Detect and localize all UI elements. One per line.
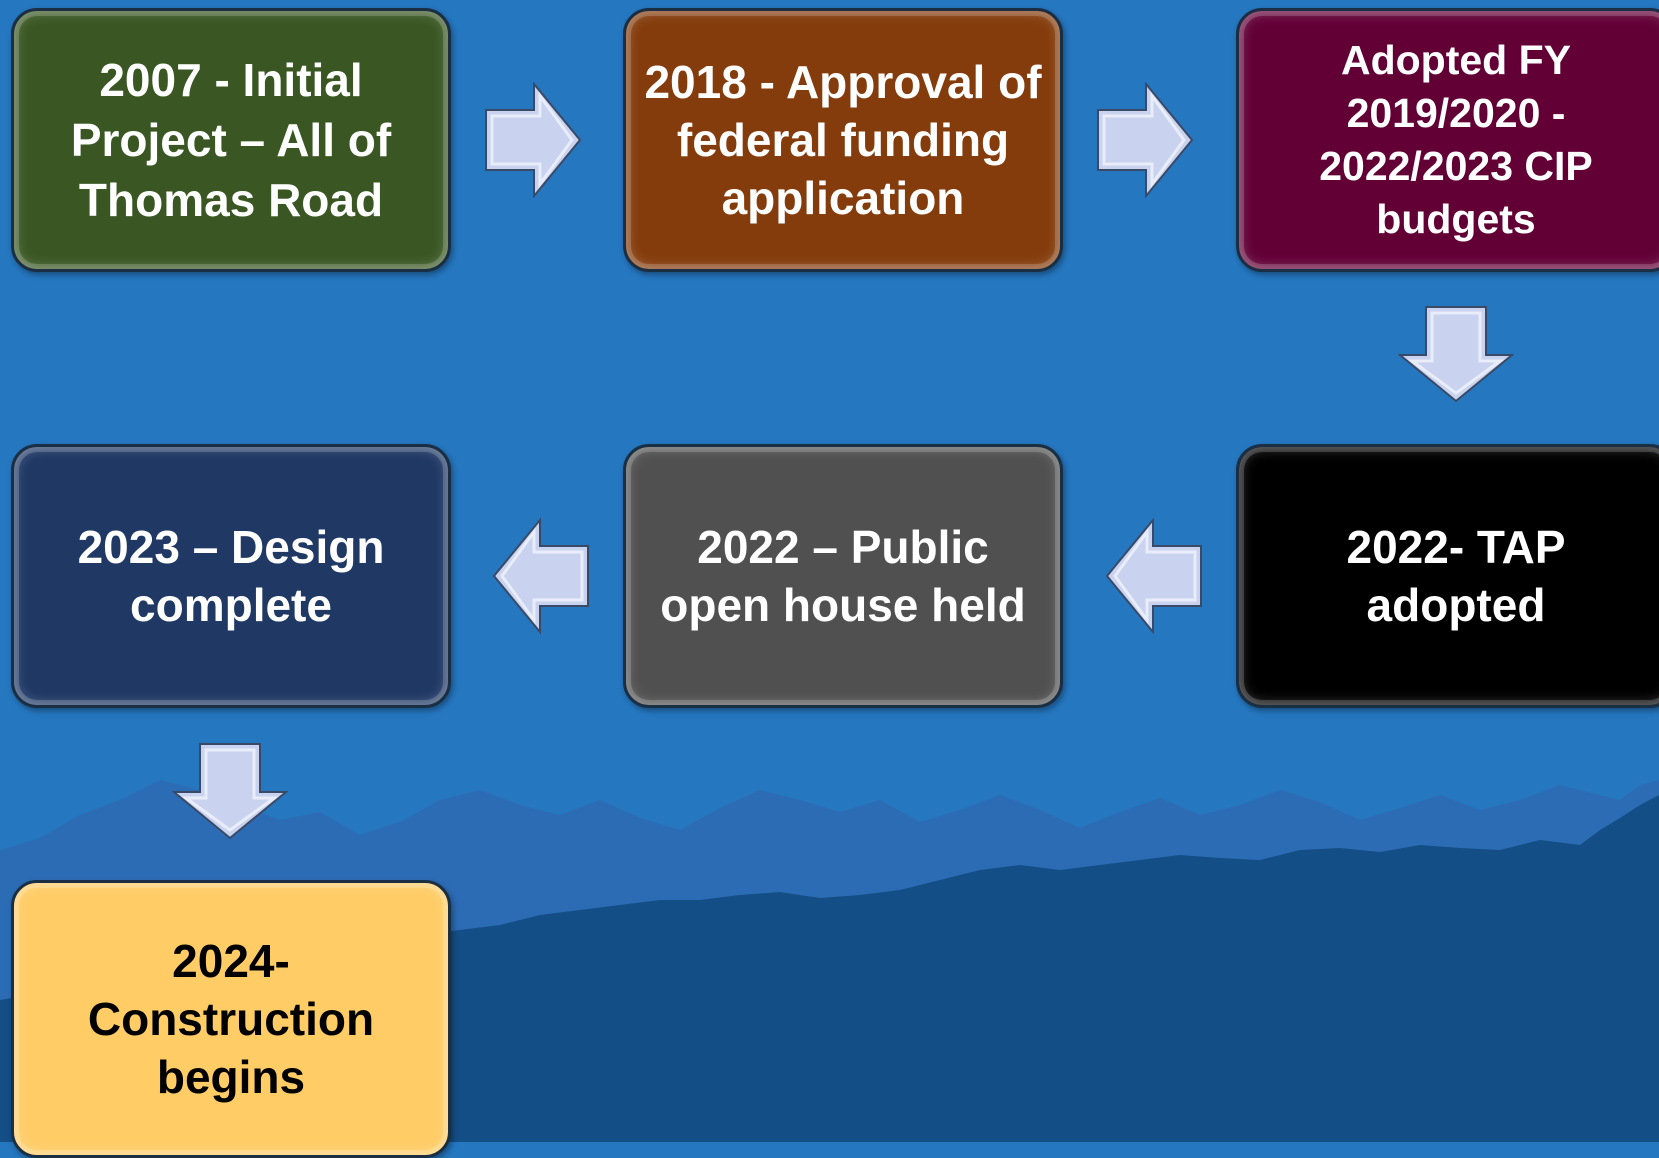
step-2007-initial-project: 2007 - Initial Project – All of Thomas R… bbox=[11, 8, 451, 272]
step-2022-tap-adopted: 2022- TAP adopted bbox=[1236, 444, 1659, 708]
left-arrow-icon bbox=[1105, 518, 1202, 634]
right-arrow-icon bbox=[1097, 82, 1194, 198]
down-arrow-icon bbox=[172, 743, 288, 840]
step-label: 2024- Construction begins bbox=[87, 935, 375, 1103]
left-arrow-icon bbox=[492, 518, 589, 634]
step-label: Adopted FY 2019/2020 - 2022/2023 CIP bud… bbox=[1319, 37, 1593, 242]
step-2023-design-complete: 2023 – Design complete bbox=[11, 444, 451, 708]
step-cip-budgets: Adopted FY 2019/2020 - 2022/2023 CIP bud… bbox=[1236, 8, 1659, 272]
step-label: 2007 - Initial Project – All of Thomas R… bbox=[70, 54, 392, 226]
step-label: 2022 – Public open house held bbox=[660, 521, 1026, 631]
right-arrow-icon bbox=[485, 82, 582, 198]
step-label: 2023 – Design complete bbox=[77, 521, 385, 631]
step-label: 2022- TAP adopted bbox=[1346, 521, 1566, 631]
step-2018-funding-approval: 2018 - Approval of federal funding appli… bbox=[623, 8, 1063, 272]
step-2024-construction-begins: 2024- Construction begins bbox=[11, 880, 451, 1158]
step-label: 2018 - Approval of federal funding appli… bbox=[644, 56, 1042, 224]
down-arrow-icon bbox=[1398, 306, 1514, 403]
step-2022-open-house: 2022 – Public open house held bbox=[623, 444, 1063, 708]
